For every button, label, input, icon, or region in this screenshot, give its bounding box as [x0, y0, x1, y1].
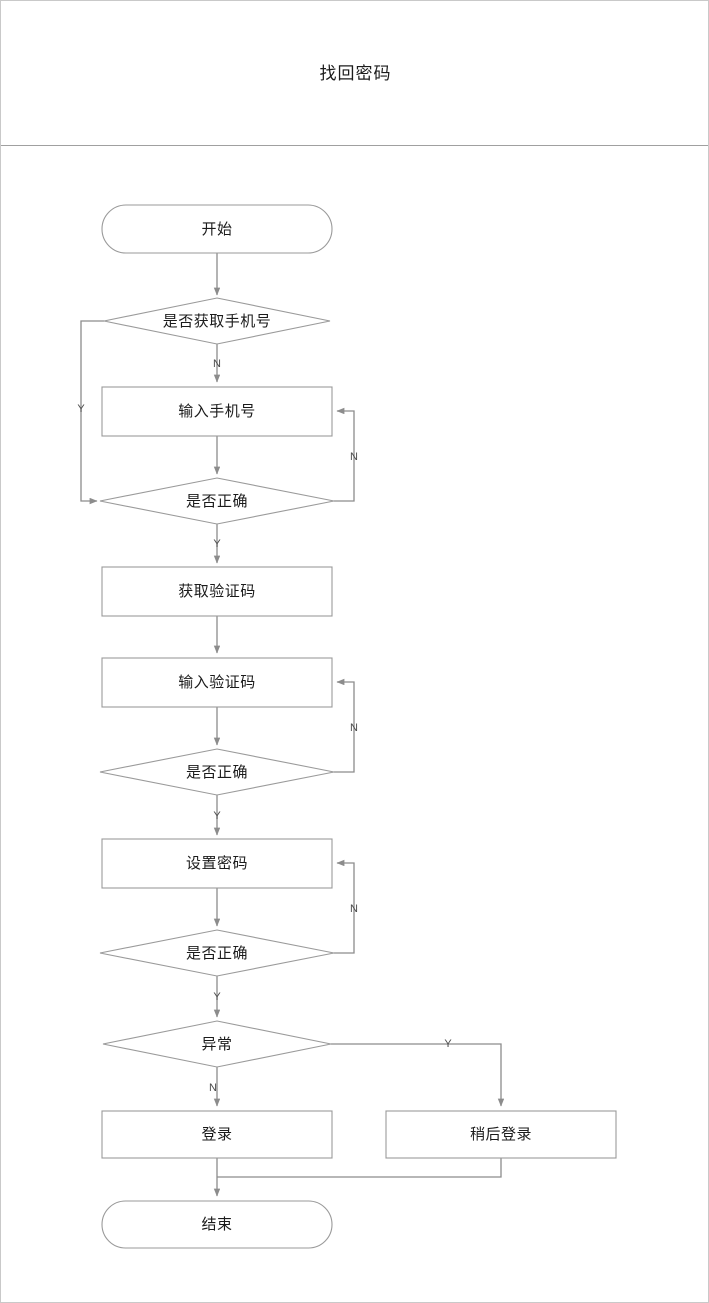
node-pwd-ok-label: 是否正确	[186, 945, 248, 962]
edge-label-code-ok-n: N	[350, 722, 358, 734]
node-set-pwd[interactable]: 设置密码	[101, 838, 333, 889]
node-input-code-label: 输入验证码	[178, 674, 256, 691]
edge-code-ok-n-to-input-code	[334, 678, 355, 773]
node-phone-ok[interactable]: 是否正确	[99, 477, 335, 525]
edge-label-has-phone-n: N	[213, 358, 221, 370]
edge-label-pwd-ok-n: N	[350, 903, 358, 915]
node-layer: 开始 是否获取手机号 输入手机号 是否正确 获取验证码	[99, 204, 617, 1249]
edge-label-has-phone-y: Y	[77, 403, 85, 415]
edge-exception-y-to-login-later	[331, 1043, 505, 1107]
edge-label-layer: N Y N Y N Y N Y Y N	[77, 358, 452, 1094]
node-start[interactable]: 开始	[101, 204, 333, 254]
node-has-phone-label: 是否获取手机号	[163, 313, 272, 330]
edge-login-later-to-end	[217, 1158, 502, 1178]
edge-label-pwd-ok-y: Y	[213, 991, 221, 1003]
node-login-later-label: 稍后登录	[470, 1126, 532, 1143]
node-exception-label: 异常	[201, 1036, 232, 1053]
node-code-ok-label: 是否正确	[186, 764, 248, 781]
node-start-label: 开始	[201, 221, 232, 238]
node-end[interactable]: 结束	[101, 1200, 333, 1249]
node-pwd-ok[interactable]: 是否正确	[99, 929, 335, 977]
node-input-code[interactable]: 输入验证码	[101, 657, 333, 708]
node-get-code[interactable]: 获取验证码	[101, 566, 333, 617]
node-login[interactable]: 登录	[101, 1110, 333, 1159]
node-has-phone[interactable]: 是否获取手机号	[103, 297, 331, 345]
edge-label-exception-y: Y	[444, 1038, 452, 1050]
node-login-label: 登录	[201, 1126, 232, 1143]
page-title: 找回密码	[319, 64, 392, 83]
page-header: 找回密码	[1, 1, 708, 146]
edge-label-exception-n: N	[209, 1082, 217, 1094]
node-set-pwd-label: 设置密码	[186, 855, 248, 872]
node-phone-ok-label: 是否正确	[186, 493, 248, 510]
node-input-phone[interactable]: 输入手机号	[101, 386, 333, 437]
edge-label-phone-ok-y: Y	[213, 538, 221, 550]
edge-has-phone-y-to-phone-ok	[80, 320, 104, 505]
edge-pwd-ok-n-to-set-pwd	[334, 859, 355, 954]
edge-label-code-ok-y: Y	[213, 810, 221, 822]
node-get-code-label: 获取验证码	[178, 583, 256, 600]
edge-phone-ok-n-to-input-phone	[334, 407, 355, 502]
edge-layer	[80, 253, 505, 1197]
node-input-phone-label: 输入手机号	[178, 403, 256, 420]
node-end-label: 结束	[201, 1216, 232, 1233]
node-exception[interactable]: 异常	[102, 1020, 332, 1068]
node-login-later[interactable]: 稍后登录	[385, 1110, 617, 1159]
edge-label-phone-ok-n: N	[350, 451, 358, 463]
node-code-ok[interactable]: 是否正确	[99, 748, 335, 796]
